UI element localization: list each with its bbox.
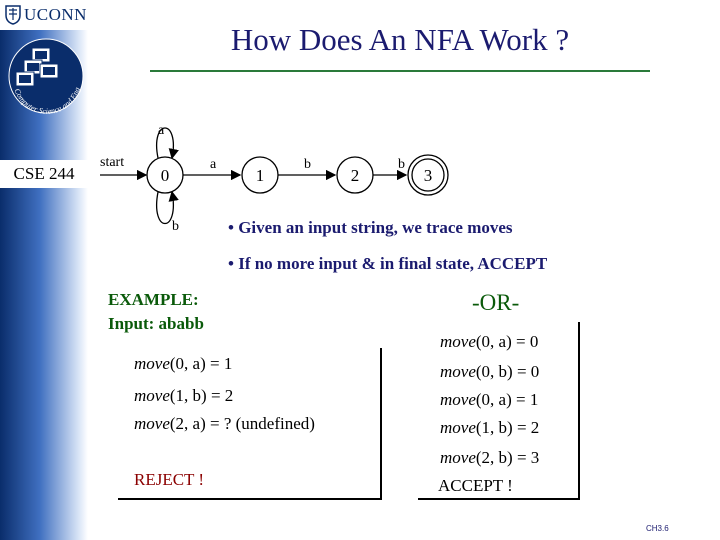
cse-logo: Computer Science and Engineering — [6, 36, 86, 122]
course-code: CSE 244 — [0, 160, 88, 188]
state-1-label: 1 — [256, 166, 265, 185]
trace-line: move(2, a) = ? (undefined) — [134, 414, 315, 434]
uconn-header: UCONN — [0, 0, 88, 30]
bullet-accept-rule: • If no more input & in final state, ACC… — [228, 254, 547, 274]
example-input: Input: ababb — [108, 312, 204, 336]
trace-line: move(2, b) = 3 — [440, 448, 539, 468]
self-loop-top-label: a — [158, 123, 165, 138]
transition-1-2-label: b — [304, 157, 311, 172]
start-label: start — [100, 155, 124, 170]
state-2-label: 2 — [351, 166, 360, 185]
or-separator: -OR- — [472, 290, 519, 316]
accept-trace-box: move(0, a) = 0 move(0, b) = 0 move(0, a)… — [418, 322, 580, 500]
transition-0-1-label: a — [210, 157, 217, 172]
transition-2-3-label: b — [398, 157, 405, 172]
trace-line: move(0, a) = 1 — [134, 354, 232, 374]
trace-line: move(1, b) = 2 — [134, 386, 233, 406]
trace-line: move(1, b) = 2 — [440, 418, 539, 438]
example-heading: EXAMPLE: — [108, 288, 204, 312]
title-underline — [150, 70, 650, 72]
example-block: EXAMPLE: Input: ababb — [108, 288, 204, 336]
page-number: CH3.6 — [646, 524, 669, 533]
state-0-label: 0 — [161, 166, 170, 185]
self-loop-bottom-label: b — [172, 219, 179, 234]
trace-line: move(0, a) = 1 — [440, 390, 538, 410]
trace-line: move(0, b) = 0 — [440, 362, 539, 382]
accept-result: ACCEPT ! — [438, 476, 513, 496]
reject-result: REJECT ! — [134, 470, 204, 490]
trace-line: move(0, a) = 0 — [440, 332, 538, 352]
state-3-label: 3 — [424, 166, 433, 185]
bullet-trace-moves: • Given an input string, we trace moves — [228, 218, 513, 238]
page-title: How Does An NFA Work ? — [150, 22, 650, 58]
reject-trace-box: move(0, a) = 1 move(1, b) = 2 move(2, a)… — [118, 348, 382, 500]
uconn-seal-icon — [4, 3, 22, 25]
uconn-label: UCONN — [24, 5, 87, 25]
self-loop-bottom — [157, 192, 174, 224]
